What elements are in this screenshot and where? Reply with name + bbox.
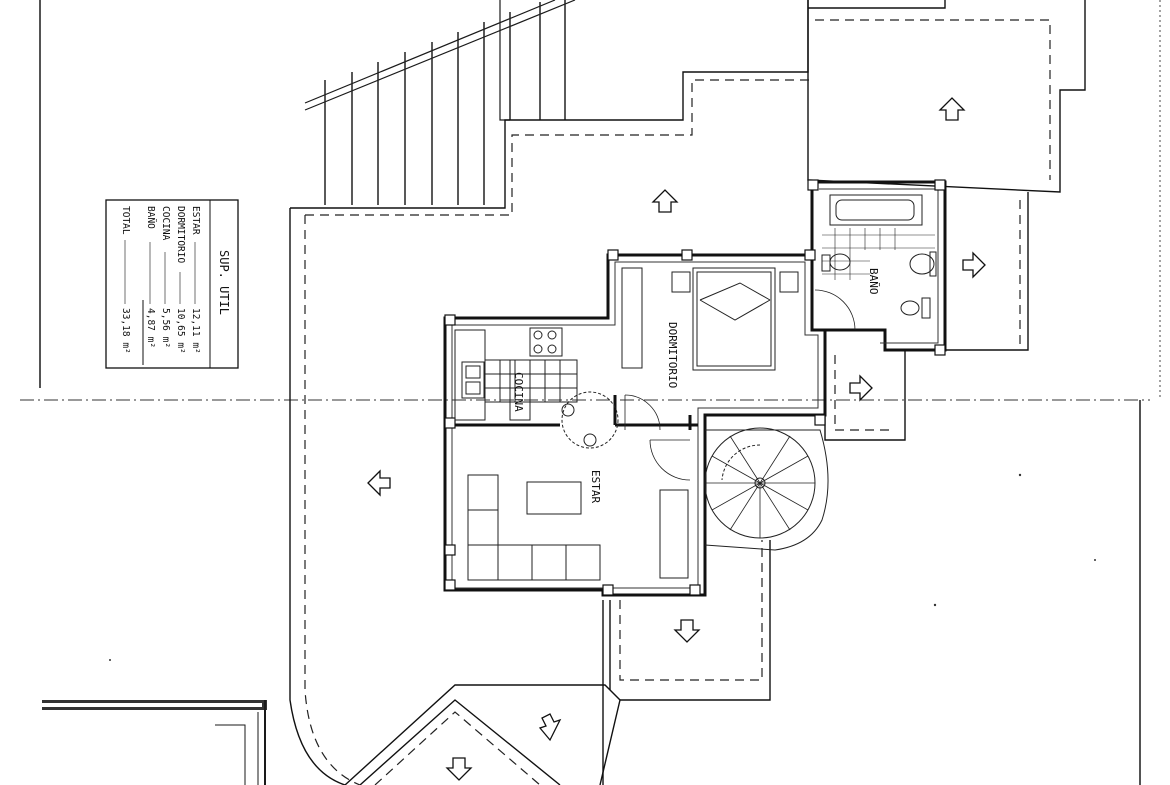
area-table-title: SUP. UTIL (217, 250, 231, 315)
area-row-label: BAÑO (145, 206, 156, 229)
kitchen-fixtures (454, 327, 619, 449)
slope-arrows (367, 97, 986, 781)
area-total-value: 33,18 m² (120, 308, 131, 354)
building-walls (443, 179, 947, 597)
area-row-value: 10,65 m² (175, 308, 186, 354)
terrace-dashed-lines (304, 19, 1051, 785)
lower-angled-terrace (344, 684, 621, 785)
area-table: SUP. UTIL ESTAR 12,11 m² DORMITORIO 10,6… (105, 199, 239, 369)
adjacent-building (42, 700, 267, 785)
scan-specks (109, 473, 1096, 661)
area-row-value: 4,87 m² (145, 308, 156, 348)
area-row-label: COCINA (160, 206, 171, 241)
bedroom-fixtures (621, 267, 799, 431)
area-table-rows: ESTAR 12,11 m² DORMITORIO 10,65 m² COCIN… (145, 206, 201, 354)
area-row-label: DORMITORIO (175, 206, 186, 263)
living-furniture (467, 439, 691, 581)
area-row-label: ESTAR (190, 206, 201, 235)
room-labels: DORMITORIO COCINA ESTAR BAÑO (512, 268, 880, 503)
area-total-label: TOTAL (120, 206, 131, 235)
terrace-outline (289, 0, 1086, 785)
room-label-bano: BAÑO (867, 268, 880, 295)
room-label-cocina: COCINA (512, 372, 525, 412)
area-row-value: 12,11 m² (190, 308, 201, 354)
spiral-stair (704, 427, 829, 551)
bathroom-fixtures (814, 194, 937, 331)
area-row-value: 5,56 m² (160, 308, 171, 348)
sheet-borders (20, 0, 1161, 785)
exterior-stair (304, 0, 576, 205)
room-label-dormitorio: DORMITORIO (666, 322, 679, 388)
room-label-estar: ESTAR (589, 470, 602, 503)
